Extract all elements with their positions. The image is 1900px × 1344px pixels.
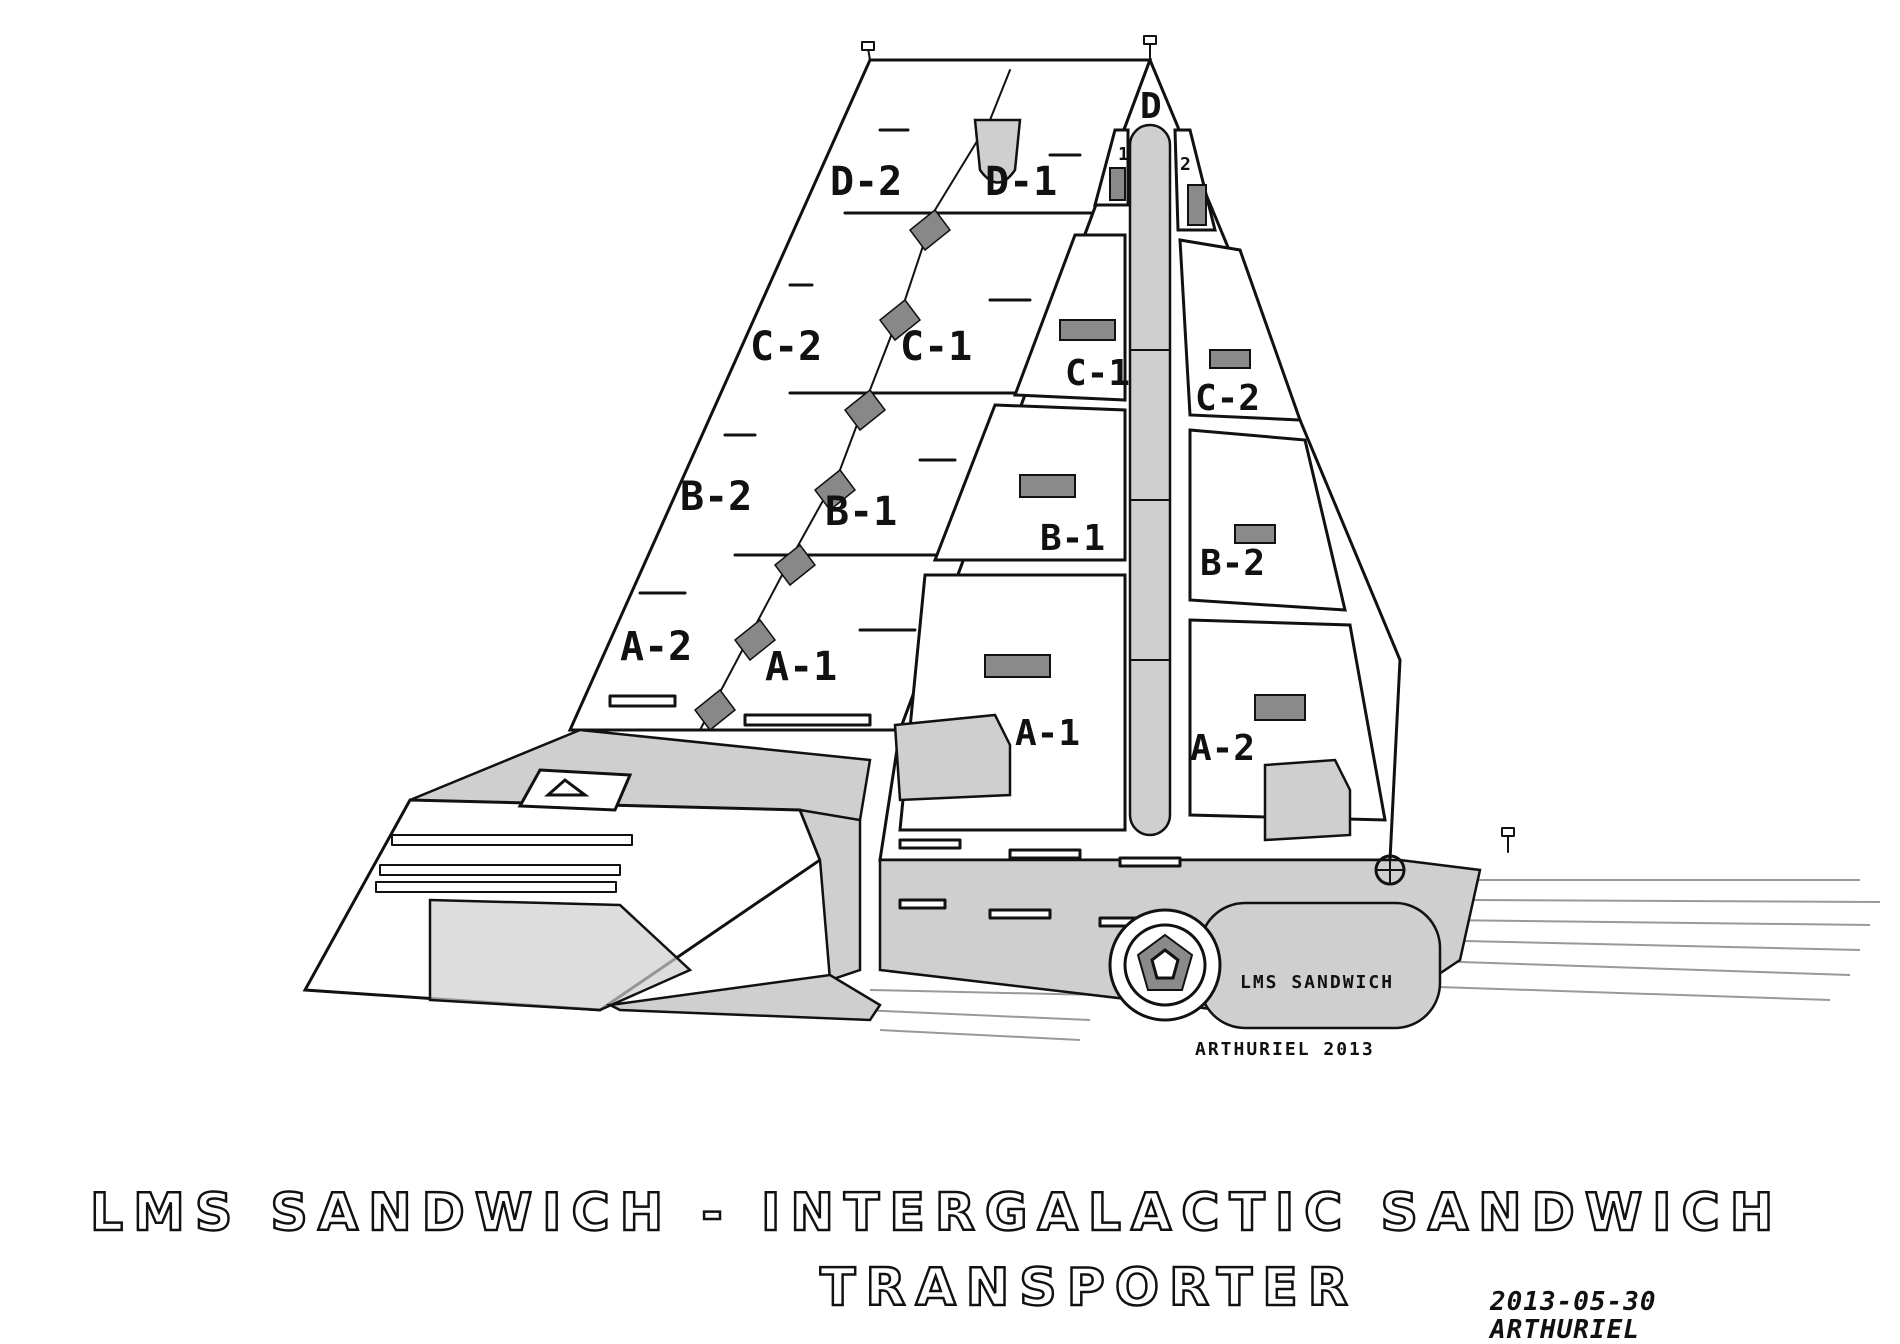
date-stamp: 2013-05-30 — [1489, 1287, 1657, 1317]
front-face: D-2 D-1 C-2 C-1 B-2 B-1 A-2 A-1 — [567, 58, 1153, 732]
label-a1: A-1 — [765, 644, 837, 690]
artist-signature: ARTHURIEL 2013 — [1195, 1039, 1375, 1060]
label-side-b2: B-2 — [1200, 543, 1265, 584]
label-d2: D-2 — [830, 159, 902, 205]
caption-line-2: TRANSPORTER — [820, 1258, 1358, 1318]
apex-number-1: 1 — [1118, 144, 1131, 165]
exhaust-streaks — [859, 879, 1881, 1041]
label-c1: C-1 — [900, 324, 972, 370]
side-face: C-1 B-1 A-1 C-2 B-2 A-2 D 1 2 — [878, 55, 1402, 862]
label-apex: D — [1140, 86, 1162, 127]
label-side-c1: C-1 — [1065, 353, 1130, 394]
engine-pod: LMS SANDWICH — [1108, 901, 1442, 1030]
author-stamp: ARTHURIEL — [1488, 1315, 1640, 1344]
antennae — [861, 35, 1515, 853]
label-a2: A-2 — [620, 624, 692, 670]
cockpit — [302, 728, 882, 1022]
apex-number-2: 2 — [1180, 154, 1193, 175]
label-side-b1: B-1 — [1040, 518, 1105, 559]
label-c2: C-2 — [750, 324, 822, 370]
label-b2: B-2 — [680, 474, 752, 520]
front-slots — [608, 128, 1082, 727]
caption-line-1: LMS SANDWICH - INTERGALACTIC SANDWICH — [90, 1183, 1783, 1243]
label-side-c2: C-2 — [1195, 378, 1260, 419]
label-b1: B-1 — [825, 489, 897, 535]
label-side-a1: A-1 — [1015, 713, 1080, 754]
label-d1: D-1 — [985, 159, 1057, 205]
label-side-a2: A-2 — [1190, 728, 1255, 769]
engine-label: LMS SANDWICH — [1240, 972, 1394, 993]
hatches — [893, 713, 1352, 842]
